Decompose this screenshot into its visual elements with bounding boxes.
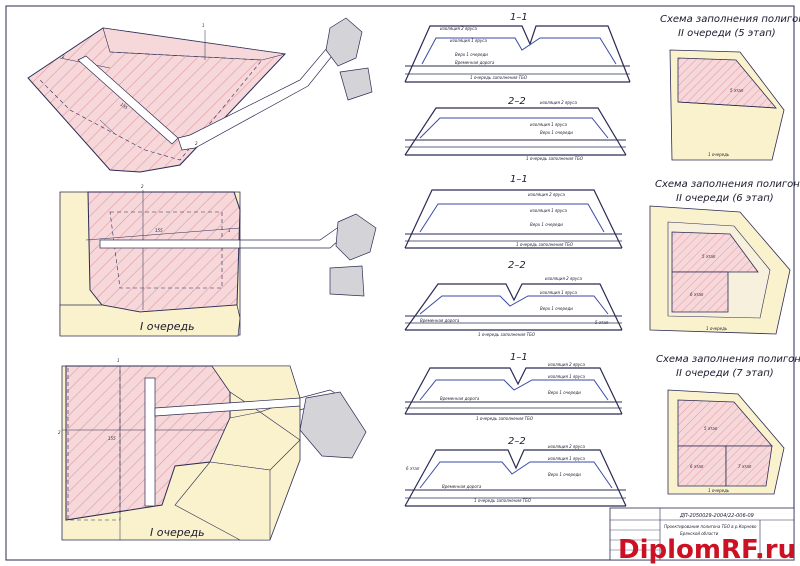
plan-bottom: 1 2 155 I очередь [58, 358, 367, 541]
plan-middle: 2 1 155 I очередь [59, 184, 377, 337]
point-2-top: 2 [62, 54, 65, 59]
scheme-1-footer: 1 очередь [708, 152, 730, 157]
label-isol1-d: изоляция 1 яруса [540, 290, 577, 295]
section-11-a: 1–1 изоляция 2 яруса изоляция 1 яруса Ве… [404, 12, 631, 83]
label-isol1-f: изоляция 1 яруса [548, 456, 585, 461]
label-isol2-a: изоляция 2 яруса [440, 26, 477, 31]
scheme-3: Схема заполнения полигона II очереди (7 … [656, 354, 800, 495]
label-tbo-d: 1 очередь заполнения ТБО [478, 332, 535, 337]
queue-label-bot: I очередь [150, 526, 205, 539]
label-tbo-b: 1 очередь заполнения ТБО [526, 156, 583, 161]
title-block: ДП-2050029-2004/22-006-09 Проектирование… [609, 507, 795, 561]
label-top1-c: Верх 1 очереди [530, 222, 563, 227]
section-11-b: 1–1 изоляция 2 яруса изоляция 1 яруса Ве… [404, 174, 623, 249]
label-top1-f: Верх 1 очереди [548, 472, 581, 477]
label-isol1-e: изоляция 1 яруса [548, 374, 585, 379]
building-3 [335, 213, 377, 261]
label-road-e: Временная дорога [440, 396, 480, 401]
point-1-mid: 1 [228, 228, 231, 233]
scheme-3-zone-5: 5 этап [704, 426, 718, 431]
scheme-3-title-1: Схема заполнения полигона [656, 354, 800, 365]
section-22-b-title: 2–2 [508, 260, 526, 271]
queue-label-mid: I очередь [140, 320, 195, 333]
plan-top: 1 155 2 2 [27, 17, 373, 173]
title-block-line-1: Проектирование полигона ТБО в р.Корнево [664, 524, 757, 529]
label-top1-a: Верх 1 очереди [455, 52, 488, 57]
point-2-top-b: 2 [195, 141, 198, 146]
title-block-code: ДП-2050029-2004/22-006-09 [679, 513, 754, 519]
scheme-2: Схема заполнения полигона II очереди (6 … [649, 179, 800, 335]
title-block-line-2: Брянской области [680, 531, 719, 536]
section-22-c: 2–2 изоляция 2 яруса изоляция 1 яруса Ве… [404, 436, 627, 507]
label-isol2-e: изоляция 2 яруса [548, 362, 585, 367]
section-11-c: 1–1 изоляция 2 яруса изоляция 1 яруса Ве… [404, 352, 623, 421]
label-isol1-a: изоляция 1 яруса [450, 38, 487, 43]
label-top1-b: Верх 1 очереди [540, 130, 573, 135]
scheme-1-zone-5: 5 этап [730, 88, 744, 93]
label-stage5-d: 5 этап [595, 320, 609, 325]
plan-mid-dim: 155 [155, 228, 163, 233]
scheme-1: Схема заполнения полигона II очереди (5 … [660, 14, 800, 161]
scheme-2-footer: 1 очередь [706, 326, 728, 331]
label-isol1-b: изоляция 1 яруса [530, 122, 567, 127]
section-11-c-title: 1–1 [510, 352, 528, 363]
label-isol1-c: изоляция 1 яруса [530, 208, 567, 213]
label-tbo-c: 1 очередь заполнения ТБО [516, 242, 573, 247]
scheme-2-zone-6: 6 этап [690, 292, 704, 297]
plan-top-dim: 155 [119, 102, 128, 111]
scheme-3-zone-6: 6 этап [690, 464, 704, 469]
point-1-bot: 1 [117, 358, 120, 363]
label-tbo-f: 1 очередь заполнения ТБО [474, 498, 531, 503]
label-top1-d: Верх 1 очереди [540, 306, 573, 311]
section-22-c-title: 2–2 [508, 436, 526, 447]
building-4 [329, 265, 365, 297]
scheme-1-title-2: II очереди (5 этап) [678, 28, 776, 39]
point-2-mid: 2 [141, 184, 144, 189]
section-11-a-title: 1–1 [510, 12, 528, 23]
label-road-d: Временная дорога [420, 318, 460, 323]
building-5 [299, 391, 367, 459]
label-isol2-f: изоляция 2 яруса [548, 444, 585, 449]
scheme-3-zone-7: 7 этап [738, 464, 752, 469]
scheme-3-title-2: II очереди (7 этап) [676, 368, 774, 379]
label-stage6-f: 6 этап [406, 466, 420, 471]
label-isol2-d: изоляция 2 яруса [545, 276, 582, 281]
building-2 [339, 67, 373, 101]
label-road-f: Временная дорога [442, 484, 482, 489]
scheme-2-zone-5: 5 этап [702, 254, 716, 259]
section-22-b: 2–2 изоляция 2 яруса изоляция 1 яруса Ве… [404, 260, 623, 337]
section-22-a: 2–2 изоляция 2 яруса изоляция 1 яруса Ве… [404, 96, 627, 161]
scheme-1-title-1: Схема заполнения полигона [660, 14, 800, 25]
point-2-bot: 2 [58, 430, 61, 435]
point-1-top: 1 [202, 23, 205, 28]
scheme-2-title-2: II очереди (6 этап) [676, 193, 774, 204]
scheme-2-title-1: Схема заполнения полигона [655, 179, 800, 190]
label-road-a: Временная дорога [455, 60, 495, 65]
label-top1-e: Верх 1 очереди [548, 390, 581, 395]
building-1 [325, 17, 363, 67]
plan-bot-dim: 155 [108, 436, 116, 441]
scheme-3-footer: 1 очередь [708, 488, 730, 493]
watermark: DiplomRF.ru [618, 535, 796, 565]
label-tbo-a: 1 очередь заполнения ТБО [470, 75, 527, 80]
section-11-b-title: 1–1 [510, 174, 528, 185]
section-22-a-title: 2–2 [508, 96, 526, 107]
sheet-frame [5, 5, 795, 561]
label-tbo-e: 1 очередь заполнения ТБО [476, 416, 533, 421]
label-isol2-c: изоляция 2 яруса [528, 192, 565, 197]
label-isol2-b: изоляция 2 яруса [540, 100, 577, 105]
